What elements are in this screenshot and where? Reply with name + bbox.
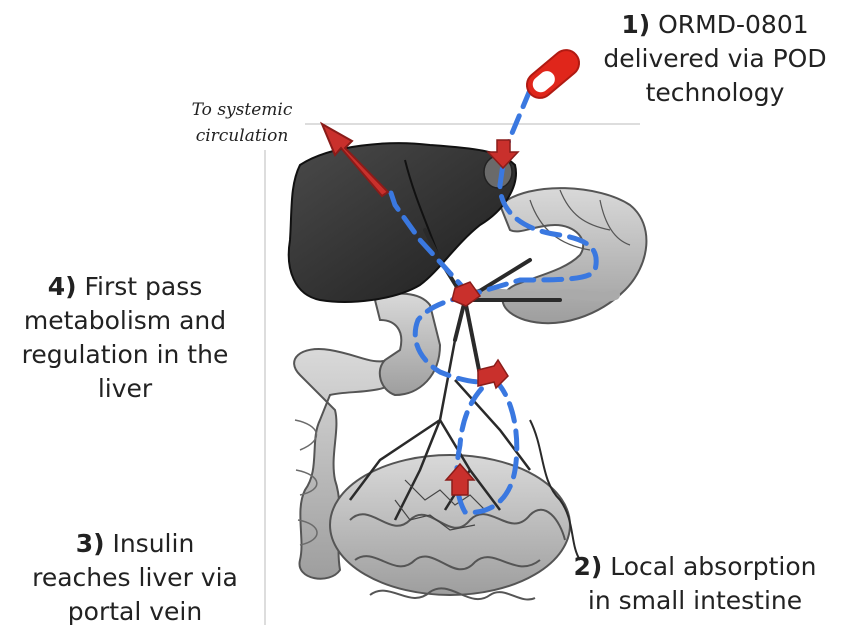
systemic-circulation-label: To systemic circulation <box>172 97 312 149</box>
step-1-line-2: delivered via POD <box>590 42 840 76</box>
step-4-line-2: metabolism and <box>0 304 250 338</box>
step-2-number: 2) <box>573 552 602 581</box>
step-3-line-3: portal vein <box>10 595 260 629</box>
step-2-line-2: in small intestine <box>560 584 830 618</box>
systemic-line-1: To systemic <box>172 97 312 123</box>
step-1-line-1: ORMD-0801 <box>658 10 809 39</box>
systemic-line-2: circulation <box>172 123 312 149</box>
step-4-number: 4) <box>48 272 77 301</box>
step-3-label: 3) Insulin reaches liver via portal vein <box>10 527 260 629</box>
step-2-line-1: Local absorption <box>610 552 816 581</box>
step-1-label: 1) ORMD-0801 delivered via POD technolog… <box>590 8 840 110</box>
step-4-line-3: regulation in the <box>0 338 250 372</box>
step-1-line-3: technology <box>590 76 840 110</box>
liver <box>289 143 516 302</box>
step-1-number: 1) <box>621 10 650 39</box>
capsule-pill-icon <box>522 45 585 103</box>
step-4-line-4: liver <box>0 372 250 406</box>
step-3-line-2: reaches liver via <box>10 561 260 595</box>
step-3-line-1: Insulin <box>112 529 194 558</box>
stomach <box>500 188 646 323</box>
step-4-line-1: First pass <box>84 272 202 301</box>
step-4-label: 4) First pass metabolism and regulation … <box>0 270 250 406</box>
step-2-label: 2) Local absorption in small intestine <box>560 550 830 618</box>
step-3-number: 3) <box>76 529 105 558</box>
